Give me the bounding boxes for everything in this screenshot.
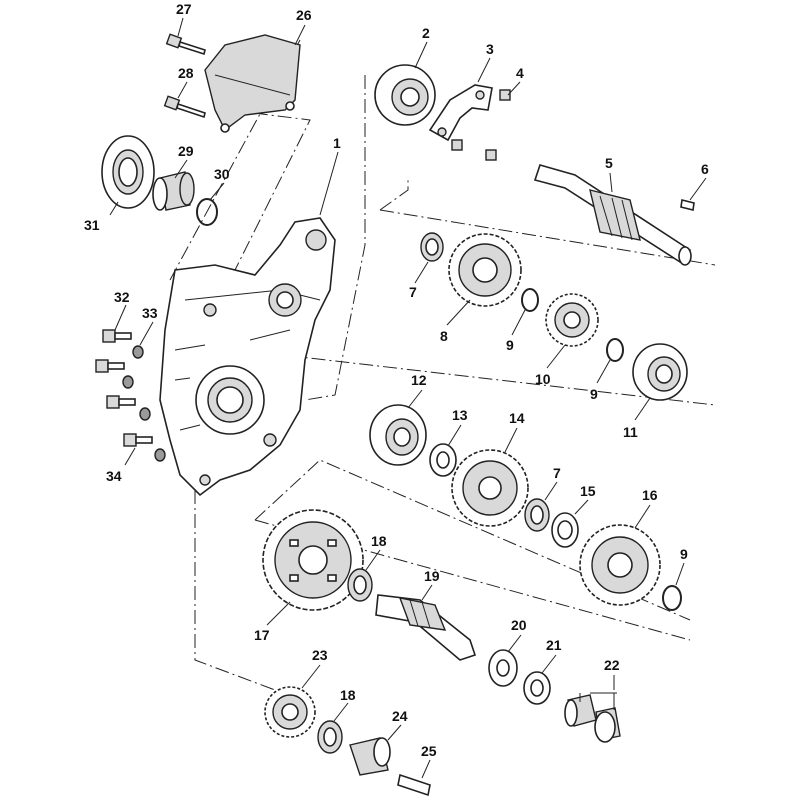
washer-20 — [488, 649, 518, 687]
washer-13 — [429, 443, 457, 477]
callout-19: 19 — [424, 568, 440, 584]
callout-24: 24 — [392, 708, 408, 724]
bushing-set-22 — [564, 694, 621, 743]
callout-1: 1 — [333, 135, 341, 151]
gear-10 — [545, 293, 599, 347]
bearing-11 — [632, 343, 688, 401]
callout-29: 29 — [178, 143, 194, 159]
callout-7-mid: 7 — [553, 465, 561, 481]
callout-12: 12 — [411, 372, 427, 388]
callout-26: 26 — [296, 7, 312, 23]
callout-4: 4 — [516, 65, 524, 81]
pin-25 — [397, 773, 431, 797]
callout-34: 34 — [106, 468, 122, 484]
callout-30: 30 — [214, 166, 230, 182]
callout-20: 20 — [511, 617, 527, 633]
callout-23: 23 — [312, 647, 328, 663]
washer-15 — [551, 512, 579, 548]
gear-14 — [451, 449, 529, 527]
pinion-shaft-19 — [375, 594, 477, 661]
callout-9-mid: 9 — [590, 386, 598, 402]
callout-27: 27 — [176, 1, 192, 17]
callout-10: 10 — [535, 371, 551, 387]
callout-33: 33 — [142, 305, 158, 321]
bearing-12 — [369, 404, 427, 466]
o-ring-30 — [196, 198, 218, 226]
callout-17: 17 — [254, 627, 270, 643]
callout-21: 21 — [546, 637, 562, 653]
gear-8 — [448, 233, 522, 307]
callout-32: 32 — [114, 289, 130, 305]
circlip-9-low — [662, 585, 682, 611]
gear-23 — [264, 686, 316, 738]
large-gear-17 — [262, 509, 364, 611]
callout-9-low: 9 — [680, 546, 688, 562]
pin-6 — [680, 199, 695, 211]
bolt-27 — [165, 33, 206, 56]
callout-3: 3 — [486, 41, 494, 57]
screw-4 — [451, 89, 511, 161]
leader-lines — [109, 17, 707, 779]
needle-bearing-7-top — [420, 232, 444, 262]
cover-plate — [204, 34, 301, 133]
bearing-2 — [374, 64, 436, 126]
crankcase-housing — [159, 217, 336, 497]
callout-6: 6 — [701, 161, 709, 177]
collar-24 — [349, 737, 391, 776]
callout-2: 2 — [422, 25, 430, 41]
needle-bearing-18-mid — [347, 568, 373, 602]
bolt-28 — [163, 95, 206, 119]
oil-seal-31 — [101, 135, 155, 209]
callout-28: 28 — [178, 65, 194, 81]
retainer-plate-3 — [428, 84, 493, 142]
callout-18-low: 18 — [340, 687, 356, 703]
needle-bearing-7-mid — [524, 498, 550, 532]
callout-13: 13 — [452, 407, 468, 423]
callout-5: 5 — [605, 155, 613, 171]
main-shaft-5 — [533, 164, 692, 266]
callout-9-top: 9 — [506, 337, 514, 353]
callout-8: 8 — [440, 328, 448, 344]
washer-21 — [523, 671, 551, 705]
callout-7-top: 7 — [409, 284, 417, 300]
callout-18-mid: 18 — [371, 533, 387, 549]
callout-11: 11 — [623, 424, 638, 440]
bolt-set-32 — [95, 329, 153, 447]
gear-16 — [579, 524, 661, 606]
callout-labels: 1 2 3 4 5 6 7 8 9 10 9 11 12 13 14 7 15 … — [84, 1, 709, 759]
washers-33 — [122, 345, 166, 462]
callout-31: 31 — [84, 217, 100, 233]
callout-16: 16 — [642, 487, 658, 503]
callout-14: 14 — [509, 410, 525, 426]
callout-25: 25 — [421, 743, 437, 759]
needle-bearing-18-low — [317, 720, 343, 754]
bushing-29 — [152, 171, 195, 211]
callout-15: 15 — [580, 483, 596, 499]
circlip-9-top — [521, 288, 539, 312]
circlip-9-mid — [606, 338, 624, 362]
callout-22: 22 — [604, 657, 620, 673]
